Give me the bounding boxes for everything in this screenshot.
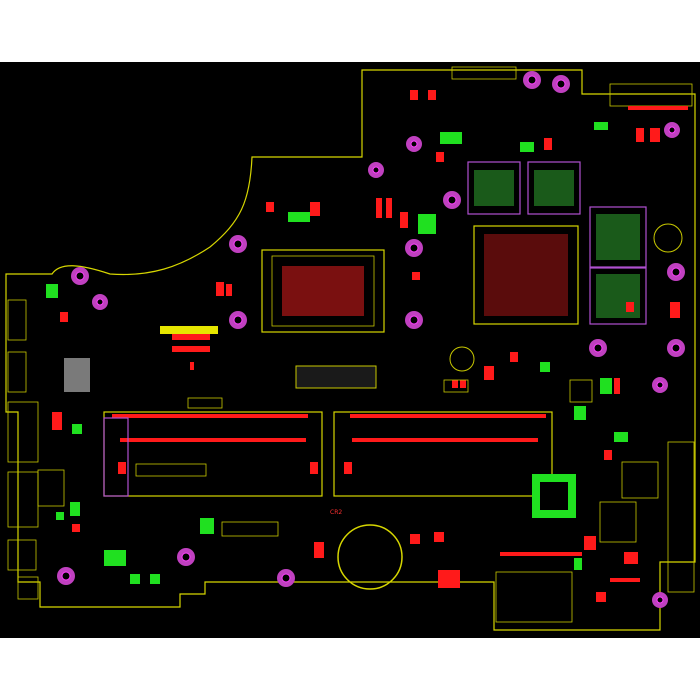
right-connector: [667, 441, 695, 593]
connector-pins: [628, 106, 688, 110]
top-connector: [609, 83, 693, 107]
board-label: CR2: [330, 509, 342, 516]
pcb-layout: CR2: [5, 66, 696, 631]
board-outline: [5, 69, 696, 631]
cap-large-2: [653, 223, 683, 253]
mounting-holes: [57, 71, 685, 608]
small-components: [37, 90, 680, 623]
vram-chips: [467, 161, 647, 325]
cap-large: [449, 346, 475, 372]
pch-chip: [473, 225, 579, 325]
ec-chip-core: [540, 482, 568, 510]
dimm-slots: [103, 411, 553, 497]
board-canvas[interactable]: CR2: [0, 62, 700, 638]
left-connectors: [7, 299, 39, 600]
cmos-battery: [337, 524, 403, 590]
cpu-socket: [261, 249, 385, 333]
top-header: [451, 66, 517, 80]
